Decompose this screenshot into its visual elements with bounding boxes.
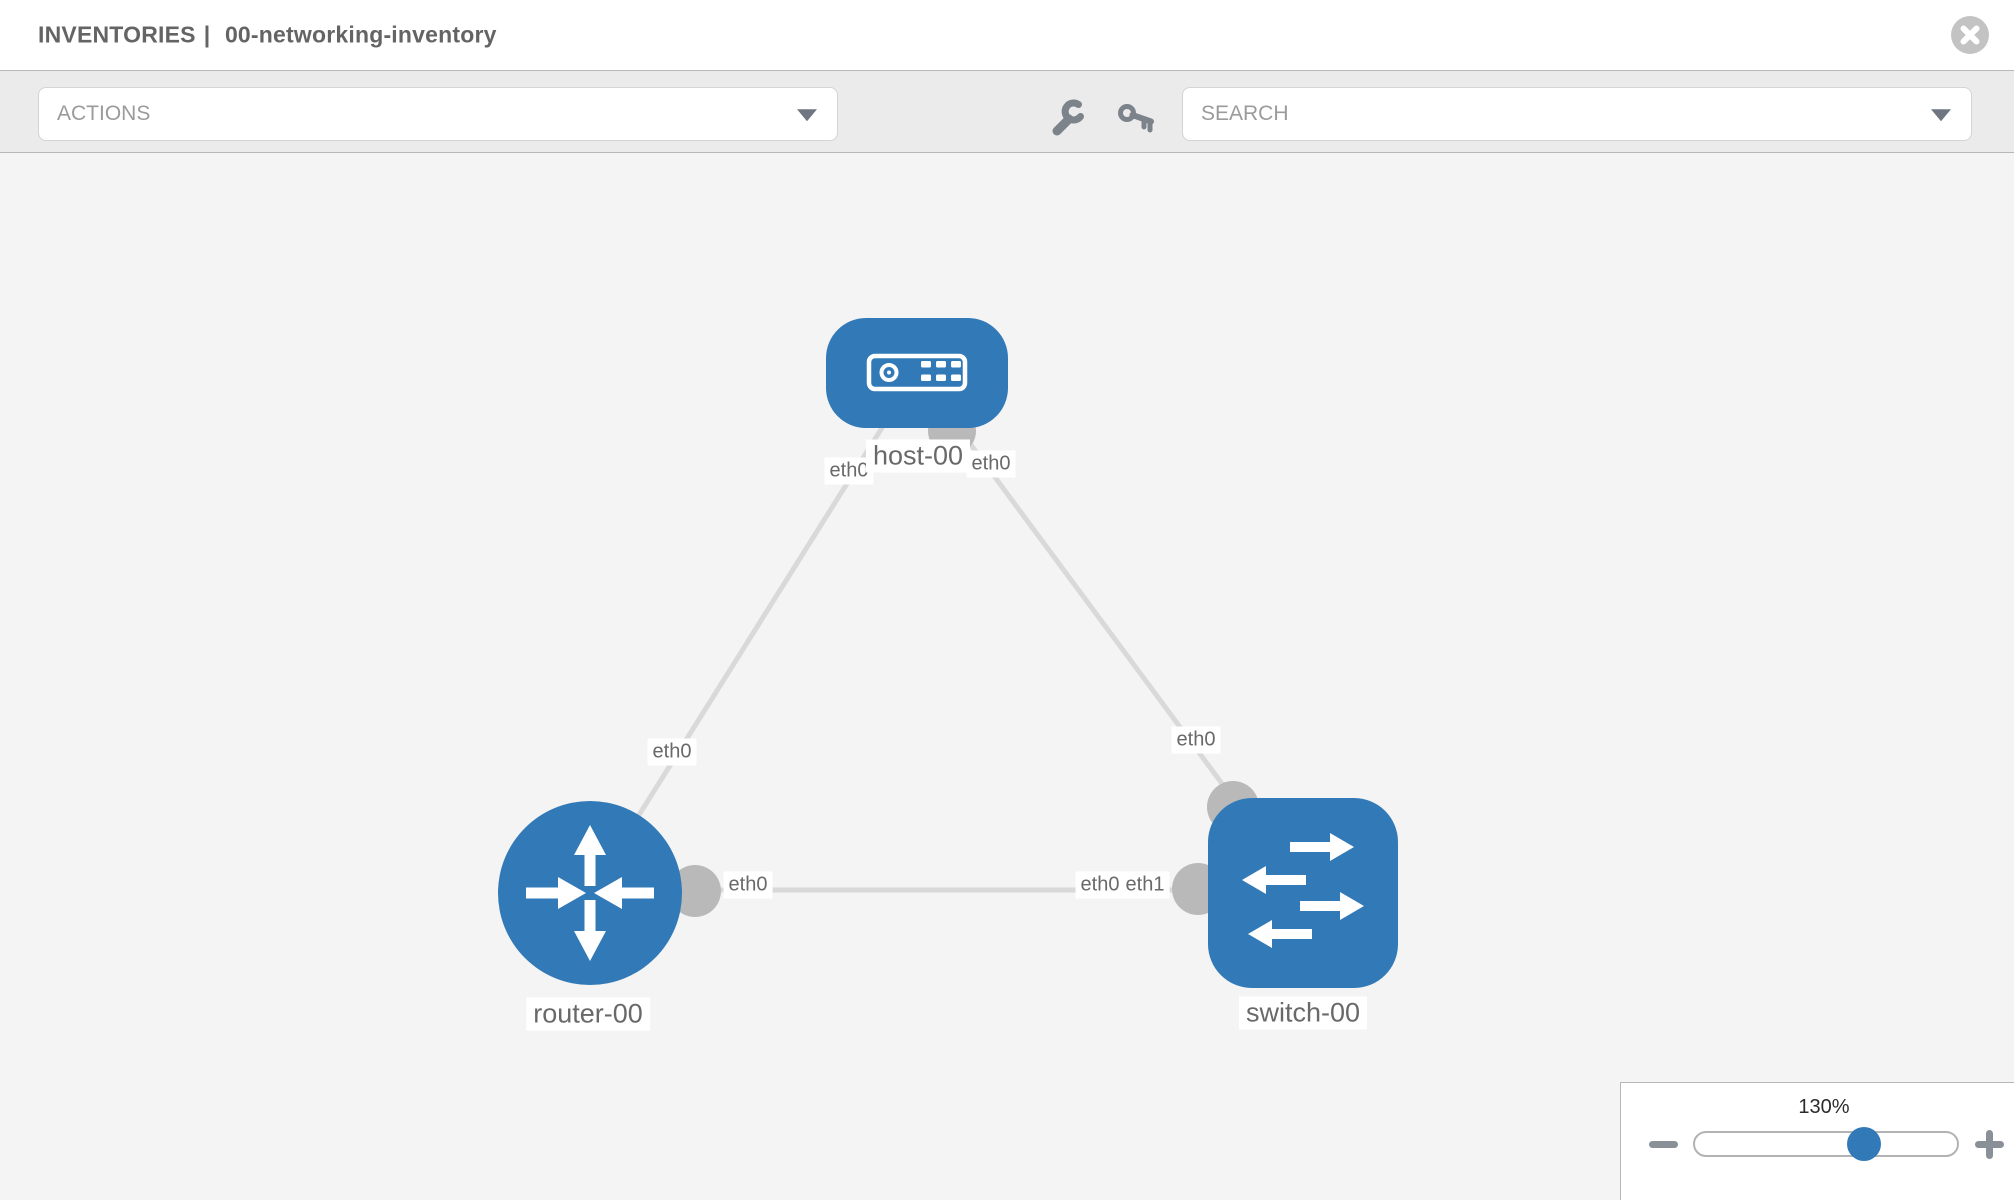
interface-label: eth0 bbox=[647, 738, 697, 766]
close-button[interactable] bbox=[1951, 16, 1989, 54]
interface-label: eth0 bbox=[966, 450, 1016, 478]
node-switch-00[interactable] bbox=[1208, 798, 1398, 988]
node-label-router-00: router-00 bbox=[526, 997, 650, 1031]
interface-label: eth0 bbox=[1171, 726, 1221, 754]
zoom-control-panel: 130% bbox=[1620, 1082, 2014, 1200]
breadcrumb-separator: | bbox=[203, 21, 211, 48]
zoom-in-button[interactable] bbox=[1975, 1130, 2004, 1159]
search-placeholder: SEARCH bbox=[1201, 102, 1289, 125]
close-icon bbox=[1951, 16, 1989, 54]
node-label-switch-00: switch-00 bbox=[1238, 996, 1368, 1030]
node-router-00[interactable] bbox=[498, 801, 682, 985]
zoom-level-value: 130% bbox=[1798, 1096, 1850, 1118]
zoom-slider-track[interactable] bbox=[1693, 1131, 1959, 1157]
switch-icon bbox=[1242, 833, 1364, 948]
header-bar: INVENTORIES | 00-networking-inventory bbox=[0, 0, 2014, 70]
chevron-down-icon bbox=[797, 109, 817, 122]
key-icon bbox=[1118, 104, 1154, 133]
router-icon bbox=[526, 825, 654, 961]
key-button[interactable] bbox=[1116, 99, 1156, 139]
breadcrumb-section: INVENTORIES bbox=[38, 21, 196, 48]
node-host-00[interactable] bbox=[826, 318, 1008, 428]
actions-dropdown[interactable]: ACTIONS bbox=[38, 87, 838, 141]
host-icon bbox=[866, 353, 968, 392]
interface-dot-router-eth0 bbox=[669, 865, 721, 917]
chevron-down-icon bbox=[1931, 109, 1951, 122]
search-dropdown[interactable]: SEARCH bbox=[1182, 87, 1972, 141]
actions-dropdown-label: ACTIONS bbox=[57, 102, 151, 125]
toolbar: ACTIONS SEARCH bbox=[0, 70, 2014, 153]
breadcrumb-inventory-name: 00-networking-inventory bbox=[224, 21, 497, 48]
zoom-out-button[interactable] bbox=[1649, 1141, 1678, 1148]
interface-label: eth1 bbox=[1120, 871, 1170, 899]
zoom-slider-thumb[interactable] bbox=[1847, 1127, 1881, 1161]
page-title: INVENTORIES | 00-networking-inventory bbox=[38, 22, 497, 49]
plus-icon bbox=[1986, 1130, 1993, 1159]
configure-button[interactable] bbox=[1048, 99, 1088, 139]
topology-svg bbox=[498, 318, 1398, 988]
interface-label: eth0 bbox=[723, 871, 773, 899]
wrench-icon bbox=[1052, 99, 1084, 136]
topology-canvas[interactable]: eth0 eth0 eth0 eth0 eth0 eth0 eth1 host-… bbox=[0, 153, 2014, 1200]
interface-label-occluded: eth0 bbox=[1075, 871, 1125, 899]
interface-label: eth0 bbox=[824, 457, 874, 485]
node-label-host-00: host-00 bbox=[865, 439, 971, 473]
